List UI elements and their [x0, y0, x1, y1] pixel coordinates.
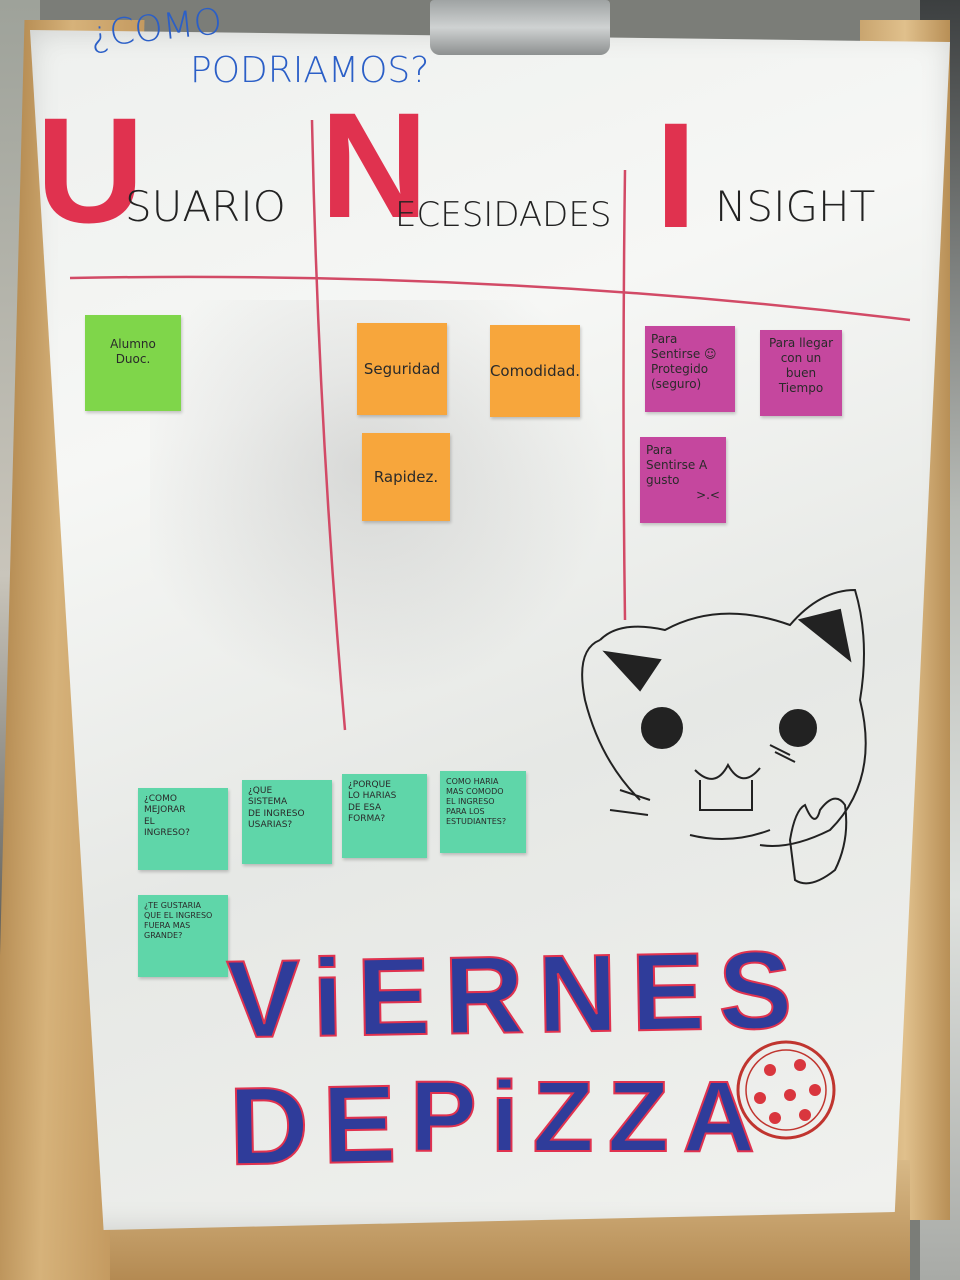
column-usuario-rest: SUARIO [125, 182, 286, 231]
banner-line-2: PiZZA [409, 1060, 769, 1174]
column-usuario-initial: U [36, 86, 145, 254]
column-insight-rest: NSIGHT [715, 182, 876, 231]
sticky-note-question-2: ¿QUE SISTEMA DE INGRESO USARIAS? [242, 780, 332, 864]
board-clip [430, 0, 610, 55]
column-necesidades-initial: N [320, 81, 429, 249]
sticky-note-insight-1: Para Sentirse ☺ Protegido (seguro) [645, 326, 735, 412]
sticky-note-question-5: ¿TE GUSTARIA QUE EL INGRESO FUERA MAS GR… [138, 895, 228, 977]
sticky-note-seguridad: Seguridad [357, 323, 447, 415]
column-divider-1 [310, 119, 347, 731]
column-insight-initial: I [655, 91, 697, 259]
sticky-note-insight-3: Para Sentirse A gusto >.< [640, 437, 726, 523]
cat-drawing-icon [581, 588, 867, 885]
sticky-note-usuario: Alumno Duoc. [85, 315, 181, 411]
pizza-icon [736, 1040, 836, 1140]
sticky-note-rapidez: Rapidez. [362, 433, 450, 521]
sticky-note-question-3: ¿PORQUE LO HARIAS DE ESA FORMA? [342, 774, 427, 858]
sticky-note-question-4: COMO HARIA MAS COMODO EL INGRESO PARA LO… [440, 771, 526, 853]
sticky-note-comodidad: Comodidad. [490, 325, 580, 417]
column-divider-2 [622, 169, 627, 621]
question-line-2: PODRIAMOS? [190, 50, 430, 91]
column-necesidades-rest: ECESIDADES [395, 195, 612, 235]
sticky-note-question-1: ¿COMO MEJORAR EL INGRESO? [138, 788, 228, 870]
sticky-note-insight-2: Para llegar con un buen Tiempo [760, 330, 842, 416]
whiteboard [30, 30, 950, 1230]
header-divider-line [69, 275, 911, 322]
